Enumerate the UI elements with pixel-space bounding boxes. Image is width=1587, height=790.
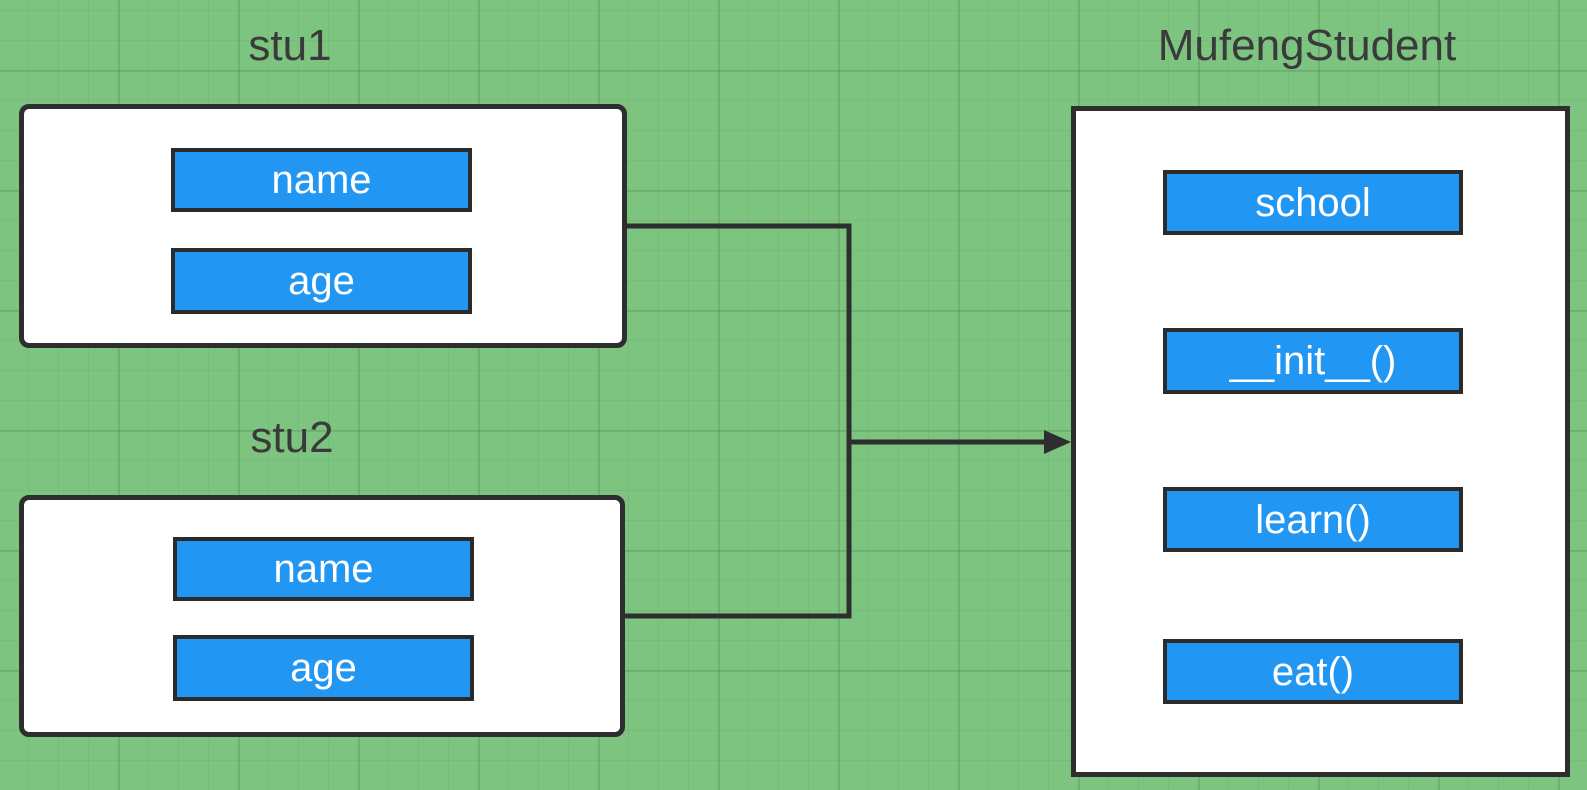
instance-label-stu1: stu1 <box>248 21 332 70</box>
attribute-chip-stu1-name: name <box>171 148 472 212</box>
attribute-chip-stu2-name: name <box>173 537 474 601</box>
arrowhead-icon <box>1044 430 1071 454</box>
class-box-mufengstudent: school __init__() learn() eat() <box>1071 106 1570 777</box>
attribute-chip-stu1-age: age <box>171 248 472 314</box>
class-label-mufengstudent: MufengStudent <box>1157 21 1457 70</box>
instance-label-stu2: stu2 <box>250 413 334 462</box>
member-chip-school: school <box>1163 170 1463 235</box>
member-chip-eat: eat() <box>1163 639 1463 704</box>
instance-box-stu2: name age <box>19 495 625 737</box>
attribute-chip-stu2-age: age <box>173 635 474 701</box>
member-chip-learn: learn() <box>1163 487 1463 552</box>
member-chip-init: __init__() <box>1163 328 1463 394</box>
connector-instances-merge <box>625 223 852 619</box>
instance-box-stu1: name age <box>19 104 627 348</box>
